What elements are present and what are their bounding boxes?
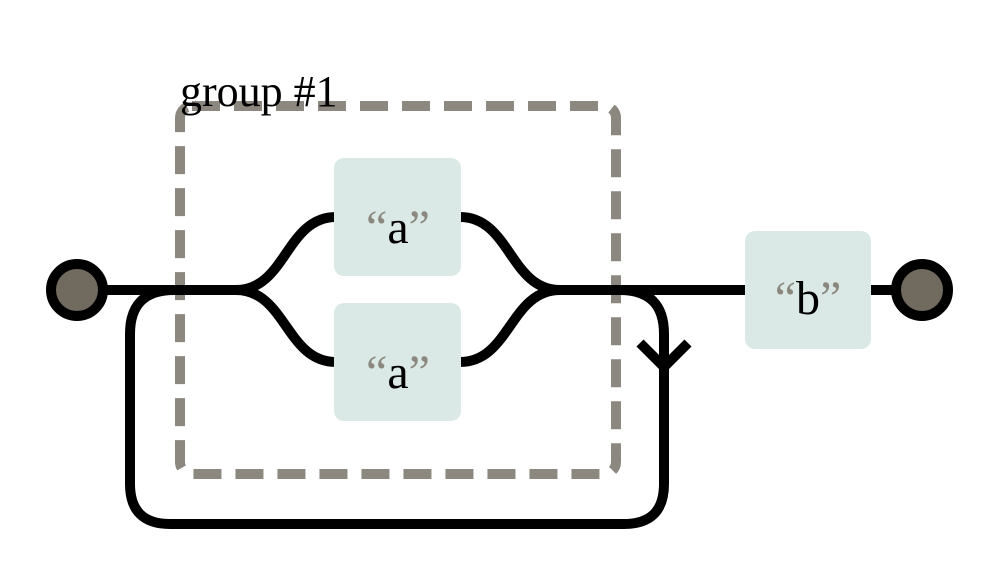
upper-branch-wire-out	[459, 212, 561, 295]
literal-a-lower-box	[334, 303, 461, 421]
loop-direction-arrow	[636, 339, 692, 372]
lower-branch-wire-in	[235, 285, 337, 367]
literal-b-box	[745, 231, 871, 349]
group-1-label: group #1	[180, 67, 338, 116]
literal-a-lower: “a”	[366, 346, 430, 399]
literal-a-upper-close-quote: ”	[409, 201, 430, 254]
literal-b-open-quote: “	[775, 272, 796, 325]
literal-a-upper-box	[334, 158, 461, 276]
literal-b: “b”	[775, 272, 842, 325]
end-terminal	[891, 259, 953, 321]
literal-a-lower-text: a	[387, 346, 408, 399]
literal-a-upper-open-quote: “	[366, 201, 387, 254]
upper-branch-wire-in	[235, 212, 337, 295]
literal-b-close-quote: ”	[820, 272, 841, 325]
start-terminal	[46, 259, 108, 321]
literal-b-text: b	[796, 272, 820, 325]
literal-a-lower-close-quote: ”	[409, 346, 430, 399]
repeat-loop-wire	[125, 285, 669, 529]
literal-a-lower-open-quote: “	[366, 346, 387, 399]
literal-a-upper: “a”	[366, 201, 430, 254]
lower-branch-wire-out	[459, 285, 561, 367]
literal-a-upper-text: a	[387, 201, 408, 254]
